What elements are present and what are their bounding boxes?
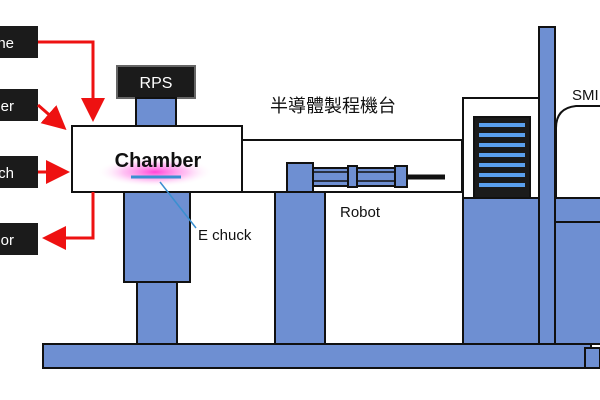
tall-pole xyxy=(538,26,556,345)
arrow-gas-to-chamber xyxy=(38,40,105,122)
side-label-3: ch xyxy=(0,165,14,182)
robot-joint-1 xyxy=(347,165,358,188)
robot-pedestal xyxy=(274,191,326,345)
smif-lower-block xyxy=(554,221,600,345)
base-platform xyxy=(42,343,592,369)
side-label-2: er xyxy=(1,98,14,115)
echuck-pointer xyxy=(159,181,197,229)
chamber-column-lower xyxy=(136,281,178,345)
robot-body xyxy=(286,162,314,193)
robot-label: Robot xyxy=(340,204,381,221)
loadlock-pedestal xyxy=(462,197,540,345)
plasma-glow xyxy=(97,157,213,187)
tool-title: 半導體製程機台 xyxy=(270,96,396,117)
smif-label: SMI xyxy=(572,87,599,104)
side-label-box-3 xyxy=(0,156,38,188)
robot-joint-2 xyxy=(394,165,408,188)
chamber-column-upper xyxy=(123,191,191,283)
base-right-step xyxy=(584,347,600,369)
arrow-power-to-chamber xyxy=(37,103,67,130)
smif-upper-block xyxy=(554,197,600,223)
arrow-chamber-to-pump xyxy=(42,192,95,250)
side-label-box-1 xyxy=(0,26,38,58)
smif-pod-outline xyxy=(555,105,600,198)
chamber-label: Chamber xyxy=(115,150,202,172)
echuck-label: E chuck xyxy=(198,227,252,244)
side-label-4: or xyxy=(1,232,14,249)
side-label-box-4 xyxy=(0,223,38,255)
side-label-1: ne xyxy=(0,35,14,52)
side-label-box-2 xyxy=(0,89,38,121)
rps-label: RPS xyxy=(140,75,173,92)
rps-neck xyxy=(135,97,177,127)
wafer-stack xyxy=(479,123,525,187)
